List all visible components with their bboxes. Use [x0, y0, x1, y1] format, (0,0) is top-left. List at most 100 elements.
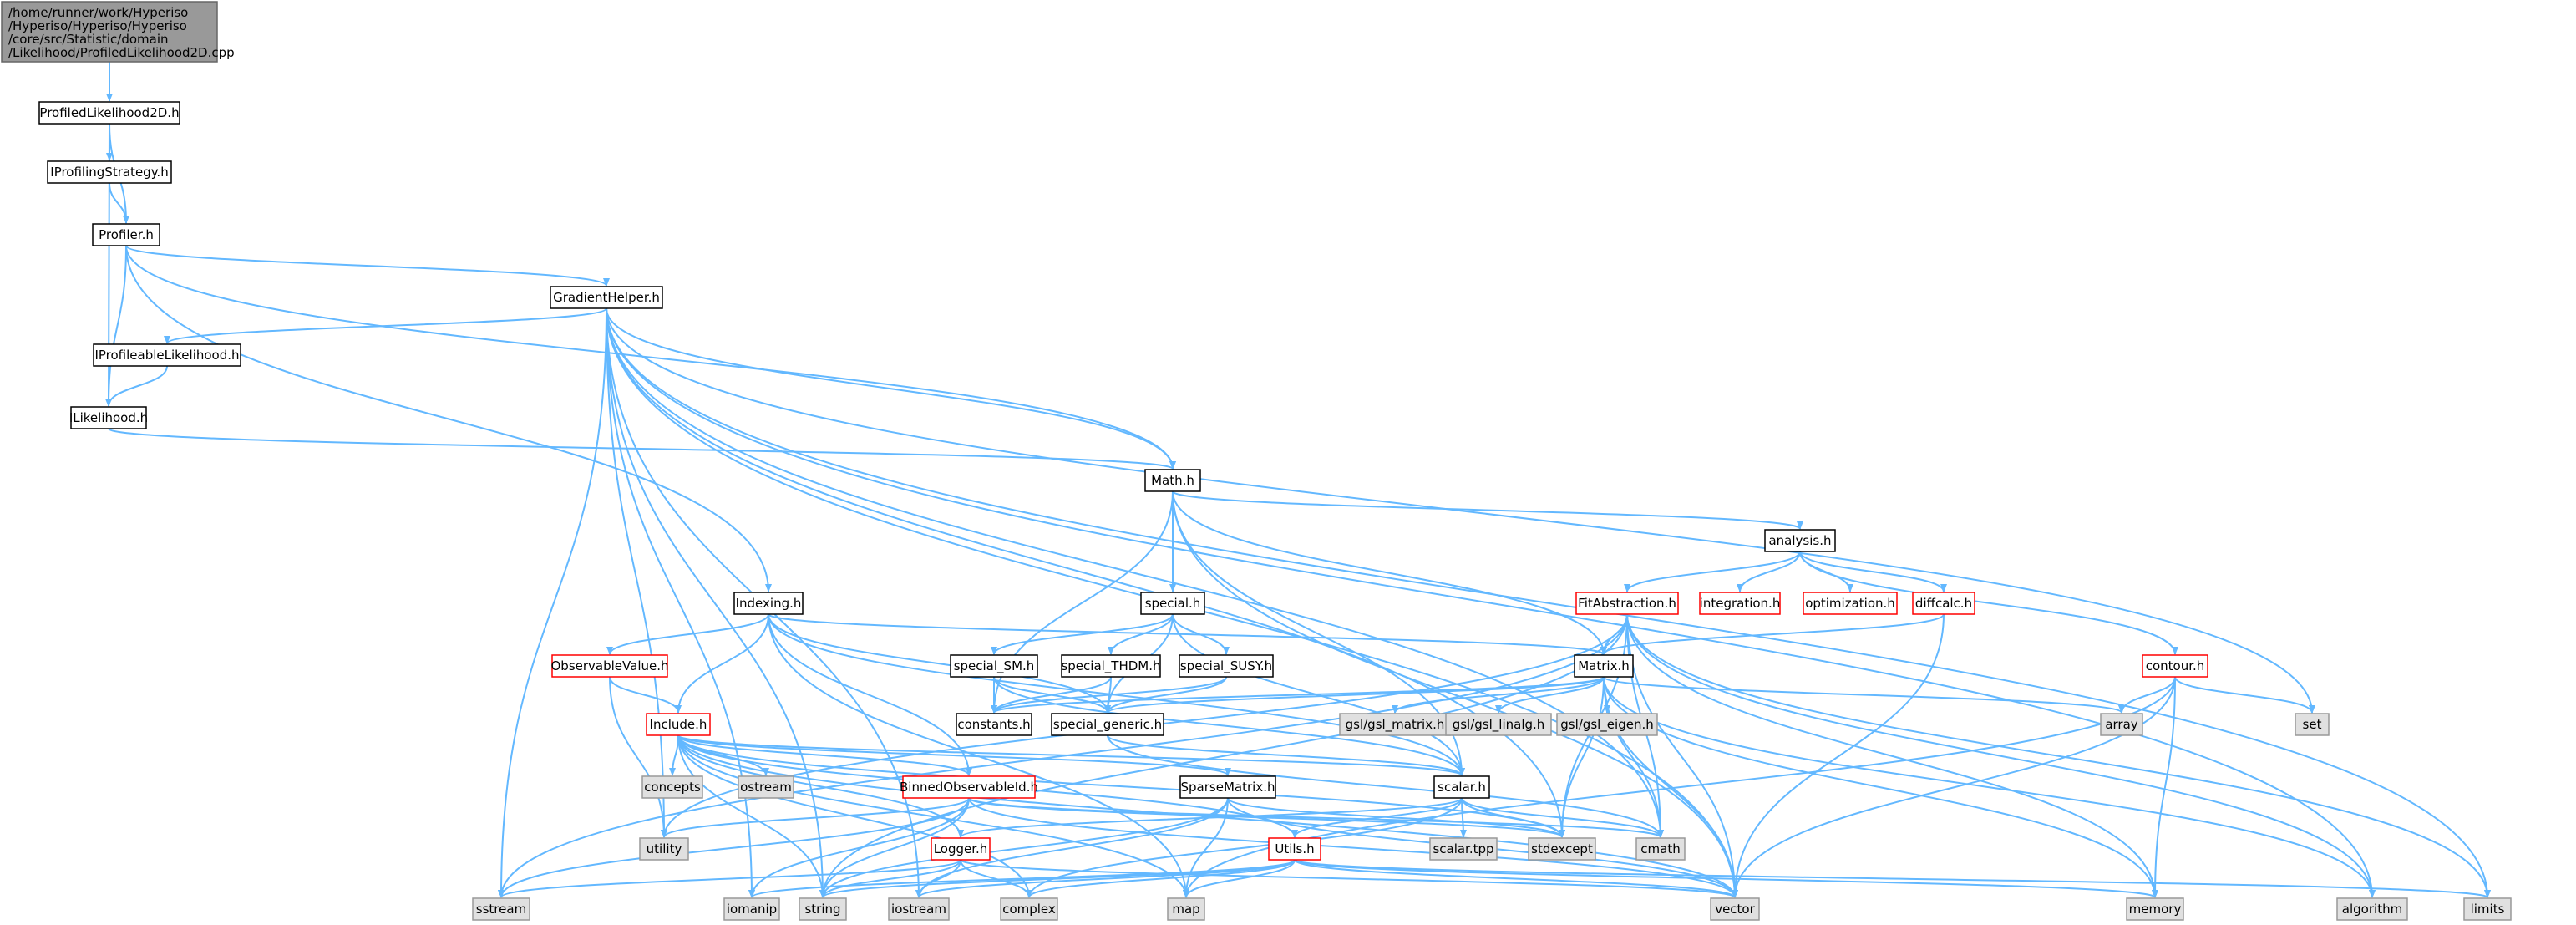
node-complex[interactable]: complex: [1000, 897, 1058, 921]
node-array[interactable]: array: [2100, 713, 2143, 736]
node-box-ostream: [738, 775, 794, 799]
node-box-vector: [1710, 897, 1760, 921]
node-set[interactable]: set: [2295, 713, 2330, 736]
node-box-sstream: [472, 897, 530, 921]
edge-contour-to-vector: [1732, 676, 2176, 898]
root-file-node[interactable]: /home/runner/work/Hyperiso /Hyperiso/Hyp…: [1, 1, 235, 63]
node-box-limits: [2463, 897, 2512, 921]
edge-matrix-to-specialGeneric: [1104, 676, 1605, 714]
node-box-profiledLikelihood2D: [38, 101, 180, 125]
node-profiledLikelihood2D[interactable]: ProfiledLikelihood2D.h: [38, 101, 180, 125]
node-stdexcept[interactable]: stdexcept: [1528, 837, 1596, 861]
node-scalar[interactable]: scalar.h: [1433, 775, 1490, 799]
node-constants[interactable]: constants.h: [956, 713, 1032, 736]
node-iostream[interactable]: iostream: [888, 897, 950, 921]
node-label-fitAbstraction: FitAbstraction.h: [1578, 596, 1676, 611]
node-memory[interactable]: memory: [2126, 897, 2184, 921]
node-logger[interactable]: Logger.h: [931, 837, 991, 861]
node-label-utils: Utils.h: [1275, 841, 1314, 856]
edge-sparseMatrix-to-stdexcept: [1227, 797, 1565, 838]
node-gradientHelper[interactable]: GradientHelper.h: [550, 286, 663, 309]
node-math[interactable]: Math.h: [1144, 469, 1201, 492]
node-label-matrix: Matrix.h: [1578, 658, 1630, 673]
node-label-complex: complex: [1002, 902, 1056, 917]
node-label-map: map: [1172, 902, 1199, 917]
edge-binnedObservableId-to-string: [819, 797, 970, 898]
node-box-binnedObservableId: [902, 775, 1036, 799]
node-gslMatrix[interactable]: gsl/gsl_matrix.h: [1339, 713, 1451, 736]
edge-diffcalc-to-matrix: [1600, 613, 1945, 655]
node-contour[interactable]: contour.h: [2142, 654, 2208, 678]
node-box-iLikelihood: [70, 406, 147, 429]
edge-observableValue-to-include: [609, 676, 682, 714]
node-utils[interactable]: Utils.h: [1268, 837, 1321, 861]
node-indexing[interactable]: Indexing.h: [733, 592, 804, 615]
node-binnedObservableId[interactable]: BinnedObservableId.h: [900, 775, 1038, 799]
node-gslEigen[interactable]: gsl/gsl_eigen.h: [1556, 713, 1658, 736]
node-limits[interactable]: limits: [2463, 897, 2512, 921]
edge-gradientHelper-to-iomanip: [606, 307, 755, 898]
edge-special-to-specialTHDM: [1108, 613, 1174, 655]
edge-specialSM-to-scalar: [993, 676, 1465, 776]
node-diffcalc[interactable]: diffcalc.h: [1912, 592, 1975, 615]
node-utility[interactable]: utility: [639, 837, 689, 861]
edge-matrix-to-stdexcept: [1559, 676, 1605, 838]
node-optimization[interactable]: optimization.h: [1803, 592, 1898, 615]
node-label-utility: utility: [647, 841, 682, 856]
node-ostream[interactable]: ostream: [738, 775, 794, 799]
edge-sparseMatrix-to-iostream: [915, 797, 1229, 898]
node-iProfilingStrategy[interactable]: IProfilingStrategy.h: [47, 160, 172, 184]
node-specialGeneric[interactable]: special_generic.h: [1051, 713, 1164, 736]
edge-indexing-to-matrix: [768, 613, 1607, 655]
node-cmath[interactable]: cmath: [1635, 837, 1686, 861]
node-box-profiler: [92, 223, 160, 246]
node-label-sparseMatrix: SparseMatrix.h: [1181, 780, 1275, 795]
edge-utils-to-vector: [1294, 859, 1738, 898]
node-box-sparseMatrix: [1179, 775, 1276, 799]
node-box-matrix: [1574, 654, 1634, 678]
node-iLikelihood[interactable]: ILikelihood.h: [69, 406, 148, 429]
node-iProfileableLikelihood[interactable]: IProfileableLikelihood.h: [93, 343, 241, 367]
node-specialSUSY[interactable]: special_SUSY.h: [1179, 654, 1274, 678]
node-observableValue[interactable]: ObservableValue.h: [551, 654, 669, 678]
node-box-scalar: [1433, 775, 1490, 799]
node-iomanip[interactable]: iomanip: [723, 897, 780, 921]
edge-iProfilingStrategy-to-profiler: [109, 182, 129, 224]
edge-indexing-to-observableValue: [606, 613, 769, 655]
node-sparseMatrix[interactable]: SparseMatrix.h: [1179, 775, 1276, 799]
node-gslLinalg[interactable]: gsl/gsl_linalg.h: [1445, 713, 1552, 736]
node-map[interactable]: map: [1167, 897, 1205, 921]
node-label-scalarTpp: scalar.tpp: [1433, 841, 1493, 856]
node-box-gslLinalg: [1445, 713, 1552, 736]
node-box-cmath: [1635, 837, 1686, 861]
node-sstream[interactable]: sstream: [472, 897, 530, 921]
node-integration[interactable]: integration.h: [1699, 592, 1781, 615]
node-label-scalar: scalar.h: [1438, 780, 1486, 795]
node-label-profiler: Profiler.h: [99, 227, 154, 242]
edge-binnedObservableId-to-utility: [661, 797, 970, 838]
node-vector[interactable]: vector: [1710, 897, 1760, 921]
node-label-specialSUSY: special_SUSY.h: [1180, 658, 1272, 674]
node-concepts[interactable]: concepts: [641, 775, 703, 799]
edge-contour-to-set: [2174, 676, 2315, 714]
node-label-iomanip: iomanip: [727, 902, 777, 917]
node-string[interactable]: string: [799, 897, 847, 921]
node-specialTHDM[interactable]: special_THDM.h: [1061, 654, 1161, 678]
node-scalarTpp[interactable]: scalar.tpp: [1429, 837, 1498, 861]
node-fitAbstraction[interactable]: FitAbstraction.h: [1575, 592, 1679, 615]
node-specialSM[interactable]: special_SM.h: [950, 654, 1038, 678]
node-box-iProfileableLikelihood: [93, 343, 241, 367]
node-matrix[interactable]: Matrix.h: [1574, 654, 1634, 678]
node-box-specialSM: [950, 654, 1038, 678]
node-analysis[interactable]: analysis.h: [1764, 529, 1836, 552]
node-box-integration: [1699, 592, 1781, 615]
node-special[interactable]: special.h: [1140, 592, 1205, 615]
edge-matrix-to-gslMatrix: [1392, 676, 1605, 714]
node-algorithm[interactable]: algorithm: [2336, 897, 2408, 921]
node-include[interactable]: Include.h: [646, 713, 711, 736]
node-box-gradientHelper: [550, 286, 663, 309]
node-profiler[interactable]: Profiler.h: [92, 223, 160, 246]
node-label-optimization: optimization.h: [1805, 596, 1895, 611]
edge-specialGeneric-to-scalar: [1107, 734, 1465, 776]
